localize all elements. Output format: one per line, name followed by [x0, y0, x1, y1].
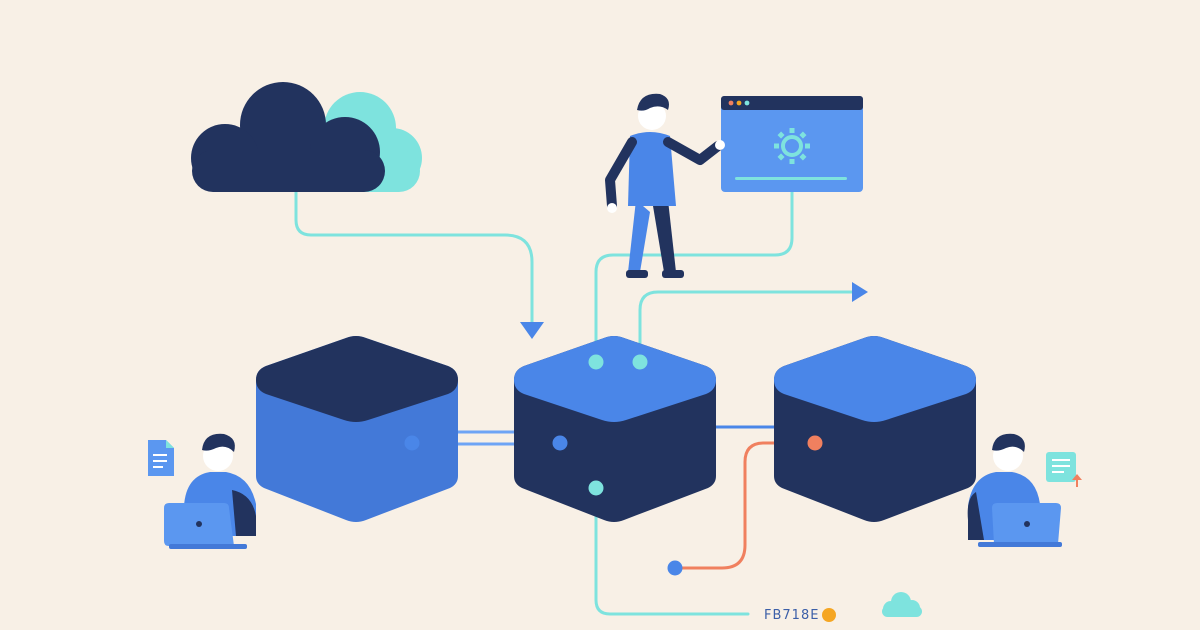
node-center-left — [552, 435, 568, 451]
center-out-line — [638, 290, 854, 362]
hex-code-label: FB718E — [764, 608, 836, 623]
node-center-top-2 — [632, 354, 648, 370]
cloud-icon-small — [882, 592, 922, 617]
center-to-label-line — [594, 486, 750, 616]
cloud-icon — [191, 82, 422, 192]
node-left — [404, 435, 420, 451]
seated-person-left — [164, 433, 256, 549]
standing-person — [605, 93, 725, 278]
cloud-to-center-line — [294, 190, 534, 324]
node-right — [807, 435, 823, 451]
right-cube — [774, 336, 976, 522]
laptop-icon — [978, 503, 1062, 547]
orange-link-line — [675, 441, 817, 570]
node-orange-start — [667, 560, 683, 576]
arrow-icon-down — [520, 322, 544, 339]
gear-icon — [774, 128, 810, 164]
connector-nodes — [404, 354, 823, 576]
document-icon-left — [148, 440, 174, 476]
browser-window-icon — [721, 96, 863, 192]
seated-person-right — [967, 433, 1062, 547]
browser-to-person-line — [638, 190, 794, 257]
laptop-icon — [164, 503, 247, 549]
connectors — [294, 190, 854, 616]
arrow-icon-right — [852, 282, 868, 302]
hex-code-text: FB718E — [764, 608, 819, 623]
label-dot — [822, 608, 836, 622]
node-center-bottom — [588, 480, 604, 496]
center-cube — [514, 336, 716, 522]
person-to-center-line — [594, 253, 642, 362]
left-cube — [256, 336, 458, 522]
node-center-top-1 — [588, 354, 604, 370]
document-icon-right — [1046, 452, 1082, 487]
